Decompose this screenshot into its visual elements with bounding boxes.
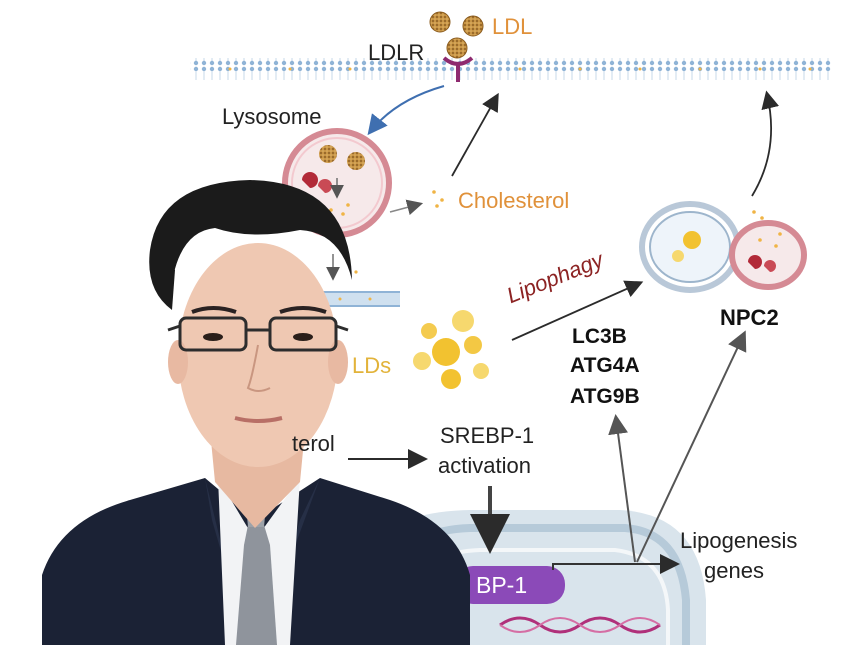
cholesterol-dots <box>432 190 444 208</box>
gene-activation-line <box>552 563 635 570</box>
ldlr-receptor <box>442 56 474 82</box>
endocytosis-arrow <box>367 85 445 136</box>
to-npc2-arrow <box>636 330 747 563</box>
srebp-activation-label: activation <box>438 453 531 478</box>
ldl-label: LDL <box>492 14 533 39</box>
srebp-label: SREBP-1 <box>440 423 535 448</box>
sterol-label: terol <box>292 431 335 456</box>
er-membrane <box>320 254 400 307</box>
npc2-label: NPC2 <box>720 305 779 330</box>
ldl-particles <box>429 11 484 59</box>
ldlr-label: LDLR <box>368 40 425 65</box>
cholesterol-label: Cholesterol <box>458 188 570 213</box>
atg4a-label: ATG4A <box>570 354 640 377</box>
srebp-nuclear-label: BP-1 <box>476 572 528 598</box>
cholesterol-export-arrow <box>451 92 499 177</box>
srebp1-nuclear-box <box>455 566 565 604</box>
atg9b-label: ATG9B <box>570 385 640 408</box>
lipogenesis-label: Lipogenesis <box>680 528 798 553</box>
to-autophagy-genes-arrow <box>608 414 636 563</box>
npc2-export-arrow <box>751 90 780 197</box>
lysosome-label: Lysosome <box>222 104 322 129</box>
lipid-droplets <box>413 310 489 389</box>
dna-strand <box>499 616 661 634</box>
lysosome-export-arrow <box>389 199 424 216</box>
lds-label: LDs <box>352 353 392 378</box>
plasma-membrane <box>190 58 832 80</box>
lc3b-label: LC3B <box>572 325 627 348</box>
lipogenesis-genes-label: genes <box>704 558 764 583</box>
lipophagy-arrow <box>511 280 644 341</box>
person-photo-icon <box>42 180 470 645</box>
autolysosome <box>639 201 807 293</box>
